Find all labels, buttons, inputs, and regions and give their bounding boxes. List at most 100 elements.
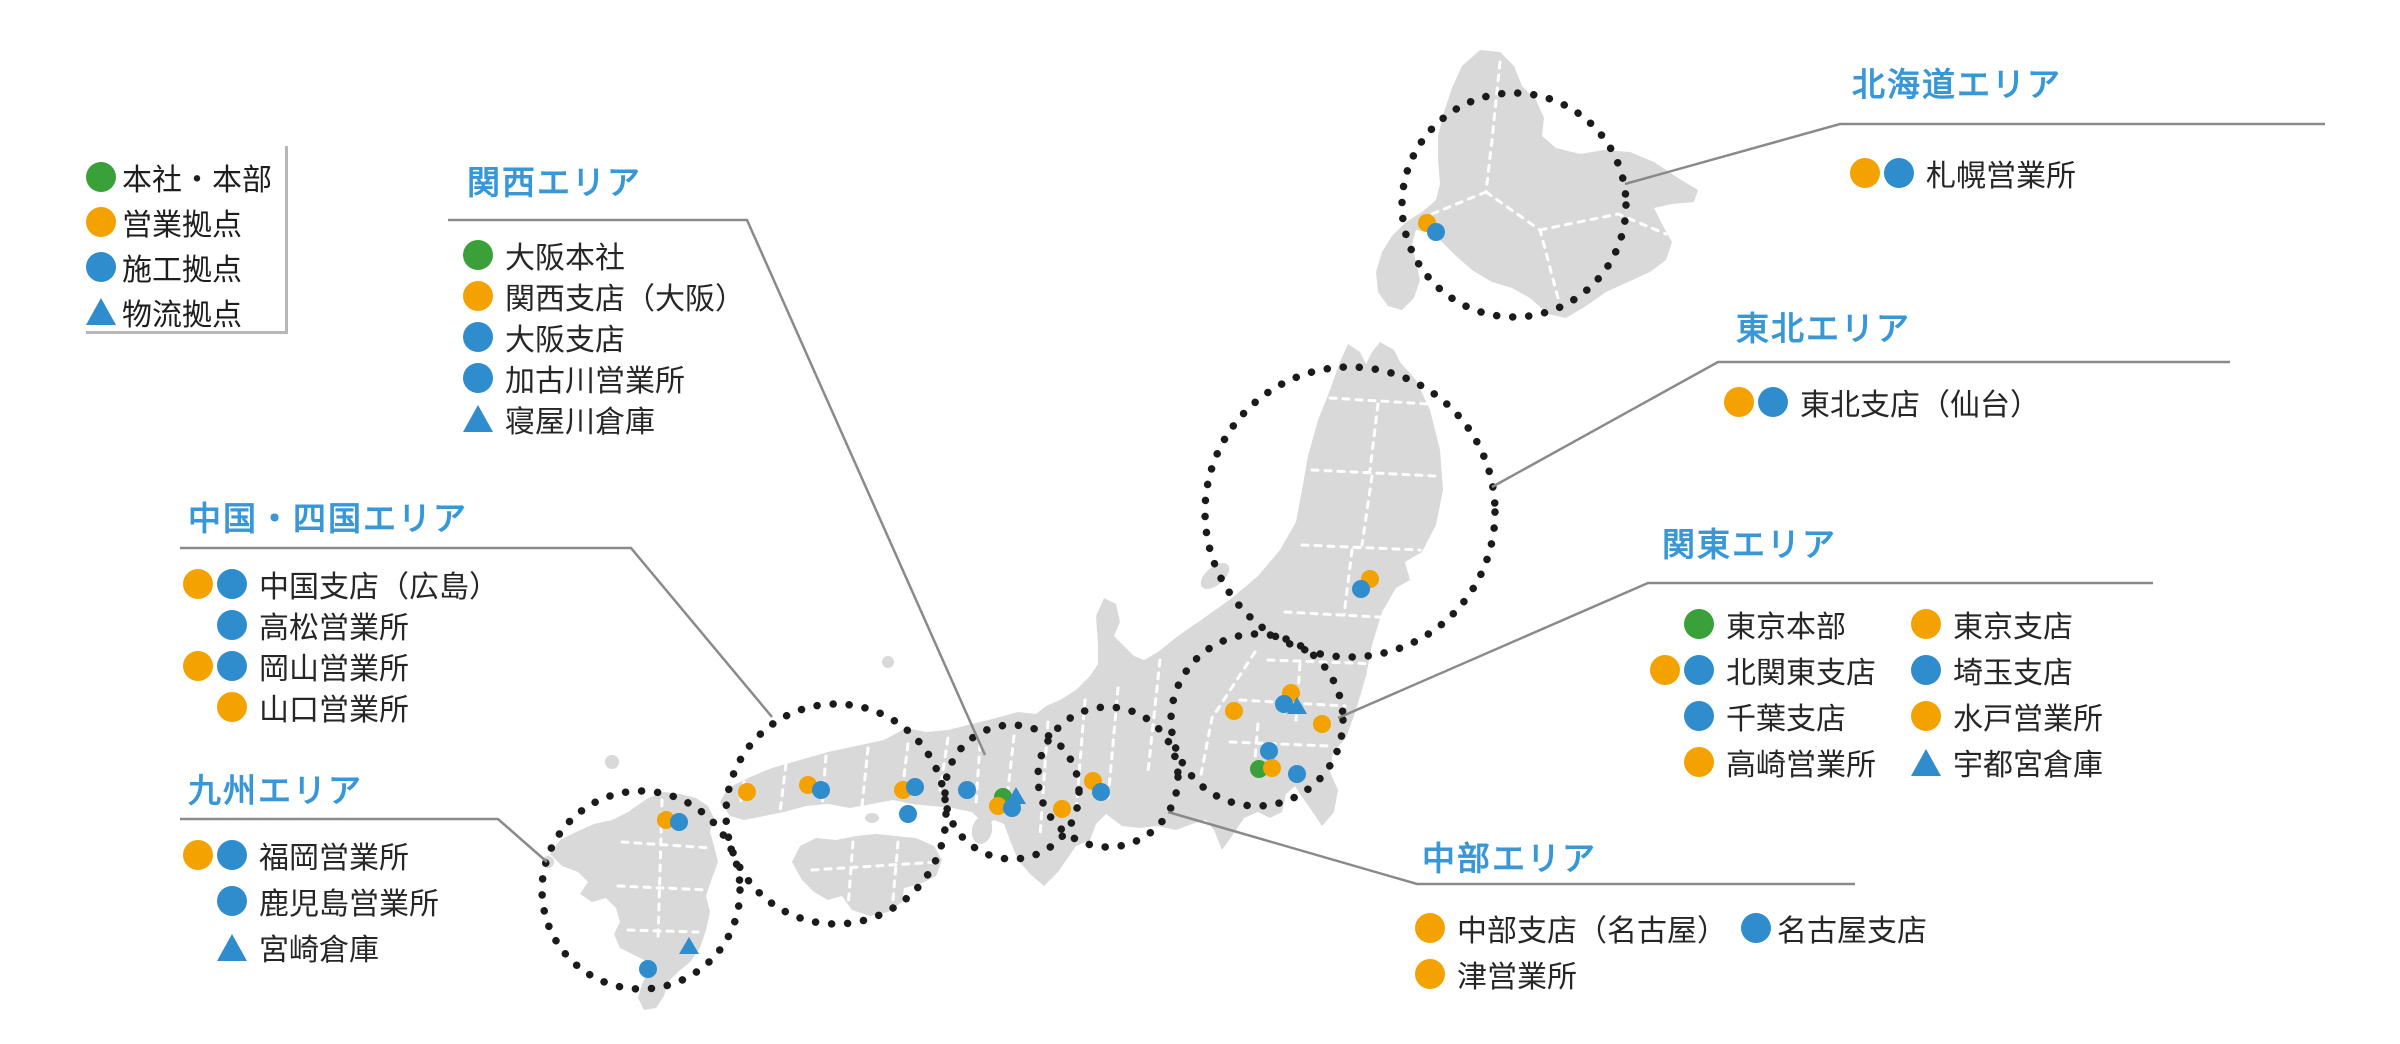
construction-marker-icon — [1884, 158, 1914, 188]
area-title-chubu: 中部エリア — [1422, 840, 1597, 877]
office-list-item: 宇都宮倉庫 — [1911, 739, 2103, 785]
construction-marker-icon — [86, 251, 116, 282]
office-list-item: 福岡営業所 — [183, 832, 439, 878]
sales-marker-icon — [1684, 747, 1714, 777]
island-shikoku — [792, 834, 942, 916]
office-label: 名古屋支店 — [1777, 915, 1927, 948]
office-list-item: 津営業所 — [1415, 951, 1927, 997]
region-circle-kanto — [1167, 630, 1347, 810]
map-marker-hq — [1250, 760, 1268, 778]
construction-marker-icon — [217, 840, 247, 870]
sales-marker-icon — [1724, 387, 1754, 417]
region-circle-tohoku — [1201, 363, 1499, 661]
office-label: 東京本部 — [1726, 611, 1846, 644]
office-label: 津営業所 — [1457, 961, 1577, 994]
region-circle-kansai — [941, 721, 1083, 863]
map-marker-sales — [1225, 702, 1243, 720]
office-label: 北関東支店 — [1726, 657, 1876, 690]
office-label: 東北支店（仙台） — [1800, 389, 2040, 422]
map-markers — [639, 214, 1445, 978]
leader-chubu — [1167, 810, 1855, 886]
office-label: 東京支店 — [1953, 611, 2073, 644]
office-label: 寝屋川倉庫 — [505, 405, 655, 439]
leader-hokkaido — [1624, 122, 2325, 186]
office-list-item: 加古川営業所 — [463, 357, 745, 398]
island-sado — [1200, 563, 1230, 589]
map-marker-construction — [639, 960, 657, 978]
map-marker-sales — [1263, 759, 1281, 777]
island-shodoshima — [865, 813, 879, 823]
area-tohoku: 東北エリア 東北支店（仙台） — [1724, 306, 2040, 422]
leader-lines — [180, 122, 2325, 886]
sales-marker-icon — [183, 568, 213, 599]
leader-kansai — [448, 218, 987, 756]
marker-spacer — [1650, 701, 1680, 731]
region-circles — [538, 89, 1630, 993]
office-list-item: 水戸営業所 — [1911, 693, 2103, 739]
region-circle-chubu — [1034, 703, 1182, 851]
office-list-item: 東京本部 — [1650, 601, 1876, 647]
map-marker-logistics — [1287, 697, 1307, 714]
area-title-kyushu: 九州エリア — [188, 772, 363, 809]
office-list-item: 鹿児島営業所 — [183, 878, 439, 924]
map-marker-construction — [958, 781, 976, 799]
legend: 本社・本部 営業拠点 施工拠点 物流拠点 — [86, 146, 288, 334]
map-marker-construction — [1275, 695, 1293, 713]
legend-item-label: 施工拠点 — [122, 253, 242, 287]
marker-spacer — [183, 932, 213, 962]
construction-marker-icon — [217, 650, 247, 681]
office-label: 水戸営業所 — [1953, 703, 2103, 736]
map-marker-sales — [738, 783, 756, 801]
legend-item-hq: 本社・本部 — [86, 154, 285, 199]
office-list-item: 北関東支店 — [1650, 647, 1876, 693]
office-label: 千葉支店 — [1726, 703, 1846, 736]
logistics-marker-icon — [217, 933, 247, 961]
office-list-item: 埼玉支店 — [1911, 647, 2103, 693]
office-label: 関西支店（大阪） — [505, 282, 745, 316]
map-marker-construction — [1288, 765, 1306, 783]
map-marker-construction — [899, 805, 917, 823]
area-chugoku-shikoku: 中国・四国エリア 中国支店（広島） 高松営業所 岡山営業所 山口営業所 — [183, 496, 499, 727]
marker-spacer — [183, 610, 213, 640]
construction-marker-icon — [1758, 387, 1788, 417]
island-awaji — [971, 816, 993, 844]
office-label: 中部支店（名古屋） — [1457, 915, 1727, 948]
hq-marker-icon — [86, 161, 116, 192]
legend-item-sales: 営業拠点 — [86, 199, 285, 244]
construction-marker-icon — [463, 321, 493, 352]
legend-item-label: 物流拠点 — [122, 298, 242, 332]
office-list-item: 大阪本社 — [463, 234, 745, 275]
island-kyushu — [550, 792, 718, 1010]
legend-item-label: 営業拠点 — [122, 208, 242, 242]
sales-marker-icon — [1850, 158, 1880, 188]
legend-item-construction: 施工拠点 — [86, 244, 285, 289]
sales-marker-icon — [86, 206, 116, 237]
map-marker-sales — [989, 797, 1007, 815]
office-label: 高崎営業所 — [1726, 749, 1876, 782]
map-marker-sales — [1313, 715, 1331, 733]
construction-marker-icon — [217, 886, 247, 916]
area-title-hokkaido: 北海道エリア — [1852, 66, 2062, 103]
map-marker-construction — [906, 778, 924, 796]
sales-marker-icon — [1650, 655, 1680, 685]
hq-marker-icon — [1684, 609, 1714, 639]
office-label: 高松営業所 — [259, 611, 409, 645]
leader-tohoku — [1491, 360, 2230, 489]
logistics-marker-icon — [86, 298, 116, 325]
office-list-item: 中国支店（広島） — [183, 563, 499, 604]
office-list-item: 大阪支店 — [463, 316, 745, 357]
leader-chugoku-shikoku — [180, 546, 773, 718]
area-title-tohoku: 東北エリア — [1736, 310, 1911, 347]
sales-marker-icon — [1415, 959, 1445, 989]
island-honshu — [720, 342, 1443, 886]
map-marker-construction — [812, 781, 830, 799]
area-kansai: 関西エリア 大阪本社 関西支店（大阪） 大阪支店 加古川営業所 寝屋川倉庫 — [463, 160, 745, 439]
area-title-kansai: 関西エリア — [467, 164, 642, 201]
legend-item-label: 本社・本部 — [122, 163, 272, 197]
map-marker-construction — [1427, 223, 1445, 241]
office-list-item: 札幌営業所 — [1850, 153, 2076, 193]
sales-marker-icon — [217, 691, 247, 722]
construction-marker-icon — [217, 609, 247, 640]
sales-marker-icon — [183, 840, 213, 870]
map-marker-construction — [670, 813, 688, 831]
